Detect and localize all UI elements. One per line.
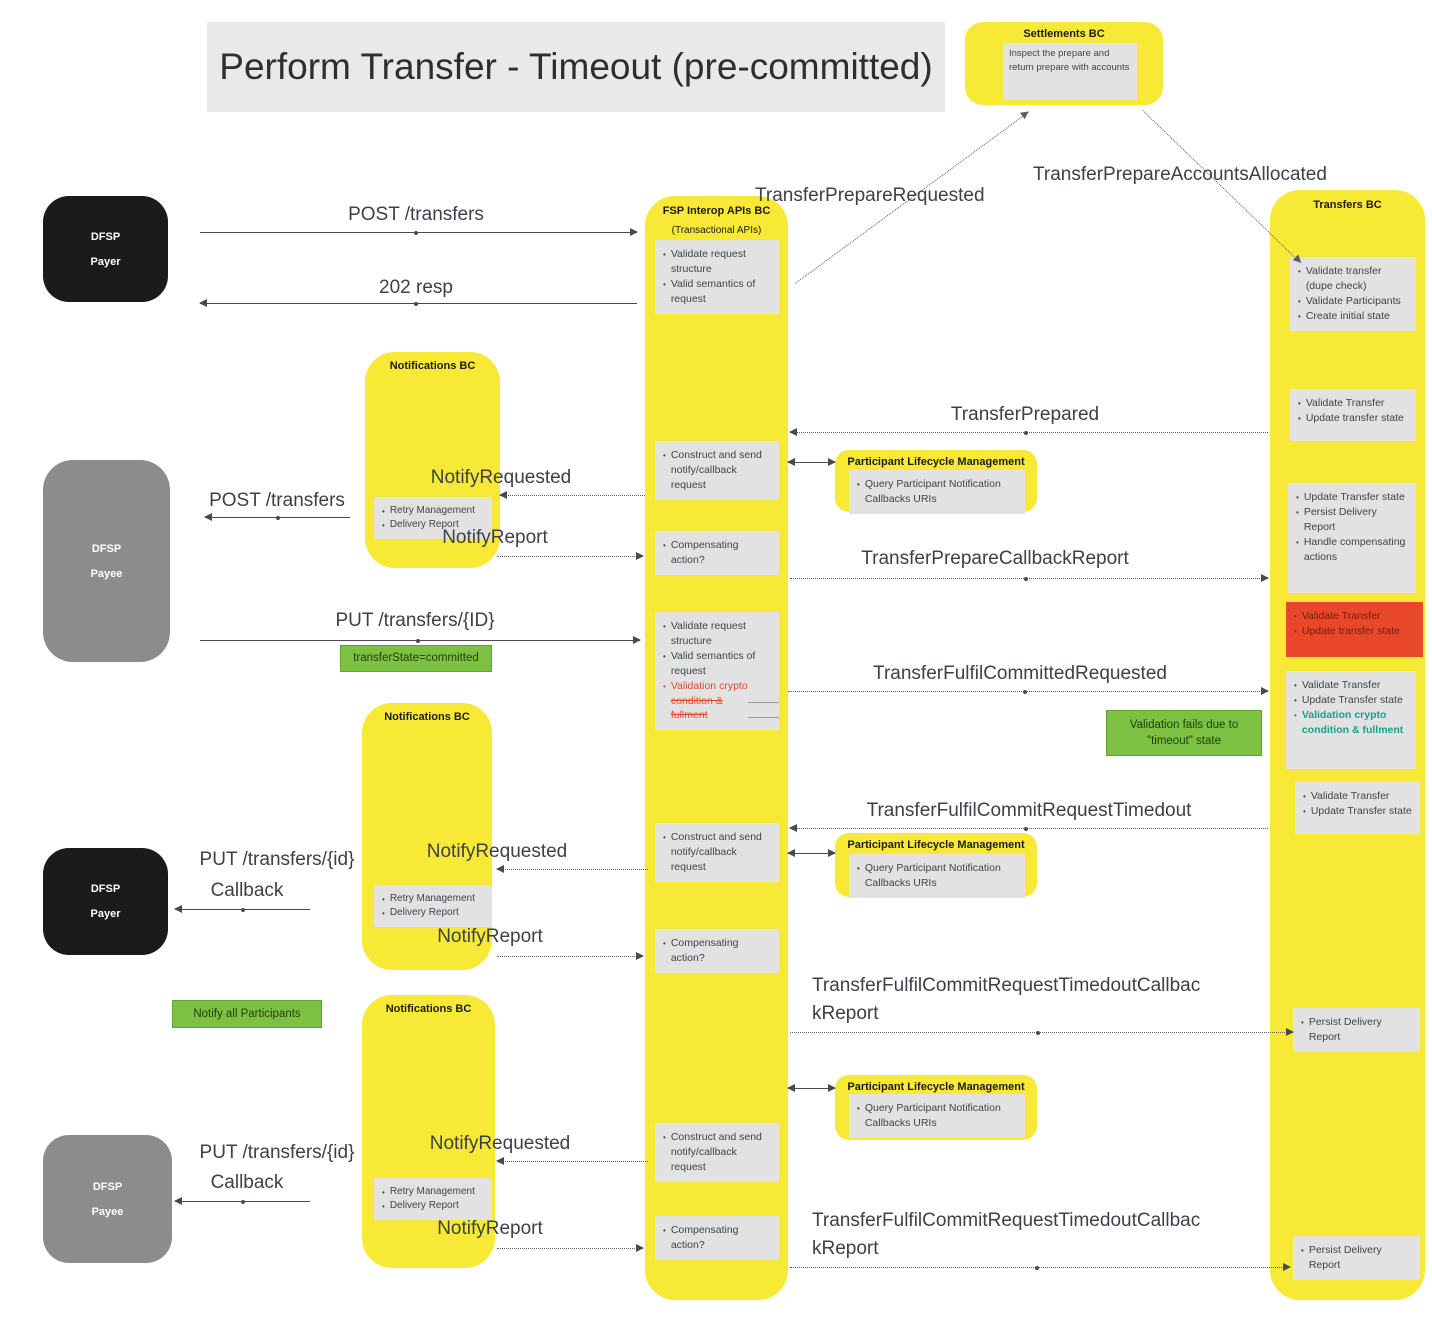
arrow-202-resp — [199, 299, 637, 307]
transfers-step-validate-dupe: •Validate transfer (dupe check) •Validat… — [1290, 257, 1416, 331]
message-timedout-callback-report-2-line2: kReport — [812, 1238, 879, 1259]
message-notify-report-3: NotifyReport — [437, 1218, 543, 1239]
arrow-transfer-prepared — [789, 428, 1268, 436]
message-transfer-prepare-callback-report: TransferPrepareCallbackReport — [861, 548, 1129, 569]
note-transfer-state-committed: transferState=committed — [340, 645, 492, 672]
fsp-step-construct-notify-3: •Construct and send notify/callback requ… — [655, 1123, 779, 1182]
transfers-step-persist-2: •Persist Delivery Report — [1293, 1236, 1420, 1280]
message-transfer-prepared: TransferPrepared — [950, 404, 1100, 425]
arrow-timedout-callback-report-1 — [790, 1028, 1294, 1036]
transfers-step-validate-update-2: •Validate Transfer •Update Transfer stat… — [1295, 782, 1420, 834]
transfers-step-update-persist-handle: •Update Transfer state •Persist Delivery… — [1288, 483, 1416, 593]
note-validation-fails: Validation fails due to "timeout" state — [1106, 710, 1262, 756]
message-transfer-prepare-requested: TransferPrepareRequested — [755, 185, 985, 206]
arrow-notify-report-1 — [497, 552, 644, 560]
arrow-notify-requested-3 — [496, 1157, 648, 1165]
notifications-steps-3: •Retry Management •Delivery Report — [374, 1178, 492, 1221]
message-transfer-fulfil-committed-requested: TransferFulfilCommittedRequested — [873, 663, 1167, 684]
message-put-transfers-id-2: PUT /transfers/{id} — [199, 1142, 355, 1163]
message-post-transfers-1: POST /transfers — [348, 204, 484, 225]
message-put-transfers-id-1: PUT /transfers/{id} — [199, 849, 355, 870]
note-notify-all-participants: Notify all Participants — [172, 1000, 322, 1028]
notifications-bc-3: Notifications BC — [362, 995, 495, 1268]
notifications-steps-1: •Retry Management •Delivery Report — [374, 497, 492, 540]
page-title: Perform Transfer - Timeout (pre-committe… — [219, 46, 933, 87]
fsp-step-validate-request-1: •Validate request structure •Valid seman… — [655, 240, 779, 314]
message-notify-requested-1: NotifyRequested — [430, 467, 572, 488]
arrow-put-callback-2 — [174, 1197, 310, 1205]
arrow-notify-requested-2 — [496, 865, 648, 873]
plm-2-title: Participant Lifecycle Management — [847, 839, 1025, 851]
arrow-transfer-fulfil-committed-requested — [788, 687, 1269, 695]
arrow-notify-report-3 — [497, 1244, 644, 1252]
transfers-step-validate-crypto: •Validate Transfer •Update Transfer stat… — [1286, 671, 1416, 769]
plm-step-3: •Query Participant Notification Callback… — [849, 1094, 1025, 1138]
plm-step-2: •Query Participant Notification Callback… — [849, 854, 1025, 898]
message-transfer-fulfil-commit-request-timedout: TransferFulfilCommitRequestTimedout — [866, 800, 1192, 821]
arrow-plm-3 — [787, 1084, 836, 1092]
settlements-bc-note: Inspect the prepare and return prepare w… — [1003, 43, 1137, 100]
notifications-bc-1-title: Notifications BC — [389, 360, 476, 372]
message-timedout-callback-report-2-line1: TransferFulfilCommitRequestTimedoutCallb… — [812, 1210, 1201, 1231]
plm-3-title: Participant Lifecycle Management — [847, 1081, 1025, 1093]
transfers-step-persist-1: •Persist Delivery Report — [1293, 1008, 1420, 1052]
arrow-notify-report-2 — [497, 952, 644, 960]
fsp-step-compensating-3: •Compensating action? — [655, 1216, 779, 1260]
arrow-transfer-fulfil-commit-request-timedout — [789, 824, 1268, 832]
fsp-interop-title: FSP Interop APIs BC — [662, 205, 771, 217]
arrow-put-callback-1 — [174, 905, 310, 913]
title-banner: Perform Transfer - Timeout (pre-committe… — [207, 22, 945, 112]
message-notify-report-2: NotifyReport — [437, 926, 543, 947]
fsp-step-construct-notify-2: •Construct and send notify/callback requ… — [655, 823, 779, 882]
arrow-plm-2 — [787, 849, 836, 857]
arrow-post-transfers-2 — [204, 513, 350, 521]
transfers-step-validate-update-red: •Validate Transfer •Update transfer stat… — [1286, 602, 1423, 657]
arrow-timedout-callback-report-2 — [790, 1263, 1291, 1271]
plm-1-title: Participant Lifecycle Management — [847, 456, 1025, 468]
arrow-plm-1 — [787, 458, 836, 466]
arrow-post-transfers-1 — [200, 228, 638, 236]
message-callback-2: Callback — [210, 1172, 284, 1193]
notifications-bc-3-title: Notifications BC — [385, 1003, 472, 1015]
message-timedout-callback-report-1-line2: kReport — [812, 1003, 879, 1024]
settlements-bc-title: Settlements BC — [1023, 28, 1105, 40]
message-timedout-callback-report-1-line1: TransferFulfilCommitRequestTimedoutCallb… — [812, 975, 1201, 996]
notifications-bc-2-title: Notifications BC — [384, 711, 470, 723]
fsp-step-validate-request-2: •Validate request structure •Valid seman… — [655, 612, 779, 731]
fsp-interop-subtitle: (Transactional APIs) — [671, 225, 762, 236]
message-put-transfers-id-caps: PUT /transfers/{ID} — [335, 610, 495, 631]
plm-step-1: •Query Participant Notification Callback… — [849, 470, 1025, 514]
arrow-transfer-prepare-callback-report — [790, 574, 1269, 582]
transfers-bc-title: Transfers BC — [1313, 199, 1382, 211]
arrow-put-transfers-id — [200, 636, 641, 644]
message-notify-requested-2: NotifyRequested — [426, 841, 568, 862]
message-notify-report-1: NotifyReport — [442, 527, 548, 548]
message-transfer-prepare-accounts-allocated: TransferPrepareAccountsAllocated — [1033, 164, 1327, 185]
fsp-step-compensating-1: •Compensating action? — [655, 531, 779, 575]
transfers-step-validate-update-1: •Validate Transfer •Update transfer stat… — [1290, 389, 1416, 441]
message-post-transfers-2: POST /transfers — [209, 490, 345, 511]
fsp-interop-column: FSP Interop APIs BC (Transactional APIs) — [645, 196, 788, 1300]
notifications-steps-2: •Retry Management •Delivery Report — [374, 885, 492, 928]
message-callback-1: Callback — [210, 880, 284, 901]
message-notify-requested-3: NotifyRequested — [429, 1133, 571, 1154]
message-202-resp: 202 resp — [379, 277, 453, 298]
fsp-step-compensating-2: •Compensating action? — [655, 929, 779, 973]
fsp-step-construct-notify-1: •Construct and send notify/callback requ… — [655, 441, 779, 500]
arrow-notify-requested-1 — [499, 491, 645, 499]
